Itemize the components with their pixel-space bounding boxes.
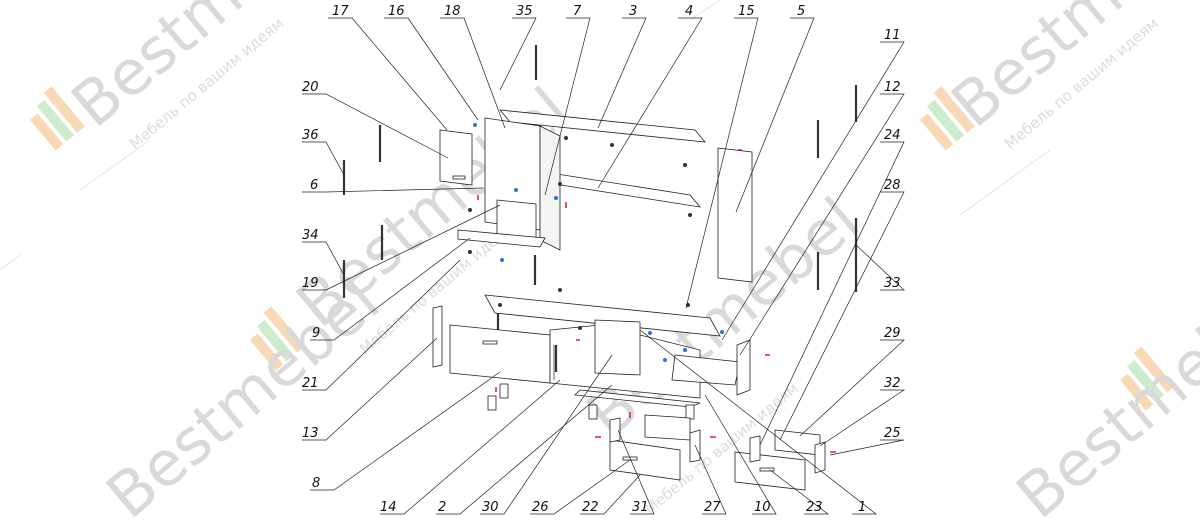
watermark-brand: Bestmebel (1003, 264, 1200, 521)
part-drawer-side-31 (609, 417, 621, 443)
callout-31: 31 (632, 500, 649, 515)
callout-28: 28 (884, 178, 901, 193)
callout-17: 17 (332, 4, 349, 19)
callout-6: 6 (310, 178, 318, 193)
callout-24: 24 (884, 128, 901, 143)
part-foot (588, 404, 598, 420)
callout-1: 1 (858, 500, 866, 515)
part-drawer-side-32 (814, 441, 826, 474)
part-foot (499, 383, 509, 399)
callout-20: 20 (302, 80, 319, 95)
callout-25: 25 (884, 426, 901, 441)
callout-10: 10 (754, 500, 771, 515)
part-drawer-side-27 (689, 429, 701, 463)
part-right-side-21 (736, 339, 751, 396)
part-drawer-box-29 (774, 429, 821, 456)
part-base-side-13 (432, 305, 443, 368)
furniture-parts (342, 45, 858, 491)
callout-7: 7 (573, 4, 582, 19)
callout-14: 14 (380, 500, 397, 515)
callout-36: 36 (302, 128, 319, 143)
part-base-front (449, 324, 551, 384)
callout-3: 3 (629, 4, 637, 19)
dowels (468, 136, 692, 330)
part-cabinet-upper-side (539, 125, 561, 251)
watermark-brand: Bestmebel (938, 0, 1200, 141)
callout-11: 11 (884, 28, 901, 43)
watermark-logo-mark (920, 86, 975, 151)
part-foot (487, 395, 497, 411)
callout-labels: 17 16 18 35 7 3 4 15 5 11 12 24 28 33 29… (302, 4, 901, 515)
callout-35: 35 (516, 4, 533, 19)
callout-21: 21 (302, 376, 319, 391)
callout-18: 18 (444, 4, 461, 19)
callout-26: 26 (532, 500, 549, 515)
leader-lines (302, 17, 906, 515)
callout-9: 9 (312, 326, 320, 341)
part-drawer-front-22 (609, 439, 681, 481)
part-base-handle (482, 340, 498, 345)
part-drawer-box (644, 414, 691, 441)
callout-2: 2 (438, 500, 446, 515)
callout-22: 22 (582, 500, 599, 515)
callout-30: 30 (482, 500, 499, 515)
fasteners (473, 123, 836, 453)
callout-4: 4 (685, 4, 693, 19)
callout-15: 15 (738, 4, 755, 19)
part-drawer-side-24 (749, 435, 761, 463)
watermark-logo-mark (250, 306, 305, 371)
callout-32: 32 (884, 376, 901, 391)
callout-5: 5 (797, 4, 805, 19)
part-door-20 (439, 129, 473, 186)
callout-19: 19 (302, 276, 319, 291)
part-base-top (484, 294, 721, 337)
watermark-logo-mark (30, 86, 85, 151)
part-right-shelf-10 (671, 354, 741, 386)
callout-8: 8 (312, 476, 320, 491)
part-inner-divider (594, 319, 641, 376)
callout-13: 13 (302, 426, 319, 441)
part-tall-panel (717, 147, 753, 283)
watermark-brand: Bestmebel (93, 264, 393, 521)
part-door-handle (452, 175, 466, 180)
watermark-logo-mark (1120, 346, 1175, 411)
callout-29: 29 (884, 326, 901, 341)
part-foot (685, 404, 695, 420)
callout-12: 12 (884, 80, 901, 95)
part-drawer-handle (759, 467, 775, 472)
callout-16: 16 (388, 4, 405, 19)
callout-23: 23 (806, 500, 823, 515)
callout-33: 33 (884, 276, 901, 291)
part-shelf-small (457, 229, 546, 248)
callout-34: 34 (302, 228, 319, 243)
callout-27: 27 (704, 500, 721, 515)
part-top-shelf (499, 109, 706, 143)
